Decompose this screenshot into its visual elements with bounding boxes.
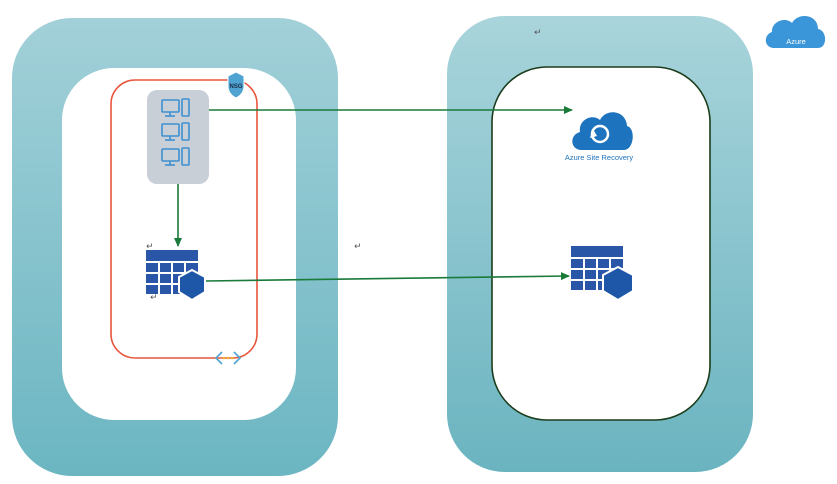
azure-site-recovery-icon: Azure Site Recovery	[565, 112, 634, 162]
nsg-label: NSG	[229, 84, 242, 90]
vm-group	[147, 90, 209, 184]
vnet-boundary	[110, 79, 258, 359]
return-mark: ↵	[534, 27, 542, 37]
nsg-shield-icon: NSG	[227, 71, 245, 99]
asr-label: Azure Site Recovery	[565, 153, 634, 162]
azure-badge: Azure	[765, 16, 826, 48]
vnet-connection-icon	[214, 351, 242, 365]
vm-icon	[161, 147, 190, 166]
return-mark: ↵	[150, 292, 158, 302]
vm-icon	[161, 122, 190, 141]
return-mark: ↵	[146, 241, 154, 251]
azure-database-icon	[571, 246, 634, 302]
azure-badge-label: Azure	[786, 37, 806, 46]
azure-recovery-zone	[491, 66, 711, 421]
return-mark: ↵	[354, 241, 362, 251]
onprem-database-icon	[146, 250, 206, 302]
vm-icon	[161, 98, 190, 117]
arrow-db-to-azure-db	[205, 272, 570, 282]
